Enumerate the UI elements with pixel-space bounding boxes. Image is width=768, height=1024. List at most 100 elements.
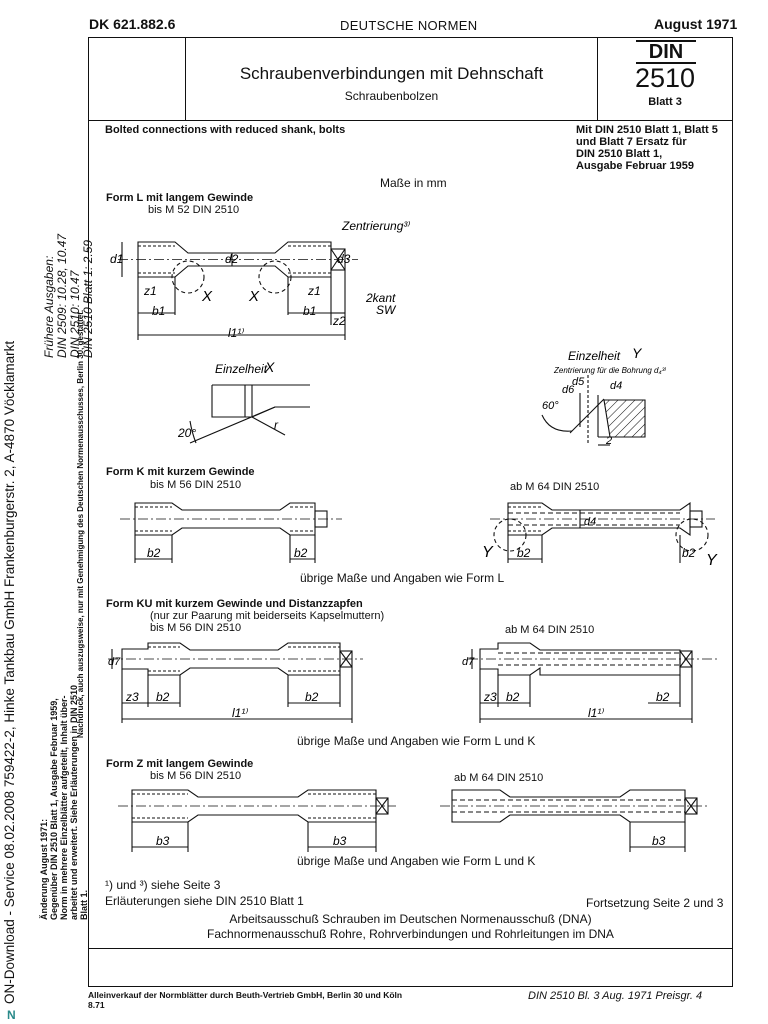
reprint-note: Nachdruck, auch auszugsweise, nur mit Ge… xyxy=(76,309,85,738)
replacement-line-4: Ausgabe Februar 1959 xyxy=(576,160,694,172)
form-ku-note: übrige Maße und Angaben wie Form L und K xyxy=(297,734,536,748)
title-divider-left xyxy=(185,37,186,120)
download-stamp: ON-Download - Service 08.02.2008 759422-… xyxy=(2,340,17,1004)
detail-x-title: Einzelheit xyxy=(215,362,268,376)
form-l-label-b1-left: b1 xyxy=(152,304,165,318)
units-note: Maße in mm xyxy=(380,176,447,190)
form-l-label-x-left: X xyxy=(201,288,213,305)
form-ku-large-label-l1: l1¹⁾ xyxy=(588,706,604,720)
din-number: 2510 xyxy=(634,63,696,93)
form-z-subheading: bis M 56 DIN 2510 xyxy=(150,770,242,782)
form-ku-label-d7: d7 xyxy=(108,656,121,668)
form-l-label-z1-right: z1 xyxy=(307,284,321,298)
form-l-label-x-right: X xyxy=(248,288,260,305)
detail-y-d6: d6 xyxy=(562,384,575,396)
form-k-drawing: b2 b2 xyxy=(120,502,342,563)
form-k-heading: Form K mit kurzem Gewinde xyxy=(106,466,255,478)
changes-line-1: Änderung August 1971: xyxy=(39,818,49,920)
detail-y-angle: 60° xyxy=(542,400,559,412)
form-l-label-d1: d1 xyxy=(110,252,123,266)
form-k-label-b2-right: b2 xyxy=(294,546,308,560)
form-k-subheading: bis M 56 DIN 2510 xyxy=(150,479,242,491)
committee-2: Fachnormenausschuß Rohre, Rohrverbindung… xyxy=(207,927,614,941)
detail-x-radius: r xyxy=(274,418,279,432)
form-l-label-b1-right: b1 xyxy=(303,304,316,318)
form-ku-large-label-b2-right: b2 xyxy=(656,690,670,704)
form-ku-large-label-d7: d7 xyxy=(462,656,475,668)
form-l-heading: Form L mit langem Gewinde xyxy=(106,192,254,204)
form-k-large-drawing: b2 b2 d4 Y Y xyxy=(482,501,718,569)
form-ku-label-l1: l1¹⁾ xyxy=(232,706,248,720)
distribution-note: Alleinverkauf der Normblätter durch Beut… xyxy=(88,990,403,1000)
form-ku-label-b2-right: b2 xyxy=(305,690,319,704)
continuation-note: Fortsetzung Seite 2 und 3 xyxy=(586,896,724,910)
changes-line-3: Norm in mehrere Einzelblätter aufgeteilt… xyxy=(59,695,69,920)
title-bottom-line xyxy=(88,120,733,121)
form-k-large-label-d4: d4 xyxy=(584,516,596,528)
detail-y-d5: d5 xyxy=(572,376,585,388)
replacement-note: Mit DIN 2510 Blatt 1, Blatt 5 und Blatt … xyxy=(576,124,718,172)
form-ku-large-label-b2-left: b2 xyxy=(506,690,520,704)
form-k-large-label-y-right: Y xyxy=(706,552,718,569)
issue-date: August 1971 xyxy=(654,16,738,32)
main-title: Schraubenverbindungen mit Dehnschaft xyxy=(239,64,544,83)
form-z-label-b3-left: b3 xyxy=(156,834,170,848)
sub-title: Schraubenbolzen xyxy=(344,89,439,103)
form-l-subheading: bis M 52 DIN 2510 xyxy=(148,204,240,216)
form-l-label-l1: l1¹⁾ xyxy=(228,326,244,340)
detail-x-drawing: Einzelheit X 20° r xyxy=(177,359,310,444)
form-ku-large-heading: ab M 64 DIN 2510 xyxy=(505,624,595,636)
form-k-large-label-b2-left: b2 xyxy=(517,546,531,560)
explanation-reference: Erläuterungen siehe DIN 2510 Blatt 1 xyxy=(105,894,304,908)
form-ku-large-drawing: d7 z3 b2 b2 l1¹⁾ xyxy=(462,642,718,723)
detail-y-letter: Y xyxy=(632,345,643,361)
stamp-logo-icon: N xyxy=(7,1008,16,1022)
din-logo: DIN xyxy=(636,40,696,64)
form-z-heading: Form Z mit langem Gewinde xyxy=(106,758,254,770)
form-l-drawing: d1 d2 d3 Zentrierung³⁾ z1 z1 X X 2kant S… xyxy=(110,219,410,340)
form-ku-large-label-z3: z3 xyxy=(483,690,497,704)
form-z-label-b3-right: b3 xyxy=(333,834,347,848)
previous-editions: Frühere Ausgaben: DIN 2509: 10.28, 10.47… xyxy=(42,234,95,358)
form-ku-heading: Form KU mit kurzem Gewinde und Distanzza… xyxy=(106,598,363,610)
form-l-label-d3: d3 xyxy=(337,252,351,266)
form-k-large-label-y-left: Y xyxy=(482,544,494,561)
form-l-label-2kant: 2kant xyxy=(365,291,396,305)
print-code: 8.71 xyxy=(88,1000,105,1010)
series-title: DEUTSCHE NORMEN xyxy=(340,18,478,33)
title-divider-right xyxy=(597,37,598,120)
detail-y-two: 2 xyxy=(605,435,612,447)
form-ku-label-z3: z3 xyxy=(125,690,139,704)
page-frame xyxy=(88,37,733,987)
detail-y-drawing: Einzelheit Y Zentrierung für die Bohrung… xyxy=(541,345,666,447)
form-k-label-b2-left: b2 xyxy=(147,546,161,560)
form-z-drawing: b3 b3 xyxy=(118,789,396,852)
form-l-label-centering: Zentrierung³⁾ xyxy=(341,219,410,233)
form-l-label-sw: SW xyxy=(376,303,397,317)
form-z-large-heading: ab M 64 DIN 2510 xyxy=(454,772,544,784)
footer-top-line xyxy=(88,948,733,949)
changes-line-2: Gegenüber DIN 2510 Blatt 1, Ausgabe Febr… xyxy=(49,698,59,920)
detail-y-d4: d4 xyxy=(610,380,622,392)
replacement-line-1: Mit DIN 2510 Blatt 1, Blatt 5 xyxy=(576,124,718,136)
form-k-note: übrige Maße und Angaben wie Form L xyxy=(300,571,505,585)
form-ku-pairing: (nur zur Paarung mit beiderseits Kapselm… xyxy=(150,610,385,622)
committee-1: Arbeitsausschuß Schrauben im Deutschen N… xyxy=(229,912,592,926)
form-l-label-z2: z2 xyxy=(332,314,346,328)
detail-x-letter: X xyxy=(264,359,275,375)
form-z-large-drawing: b3 xyxy=(440,789,710,852)
dk-number: DK 621.882.6 xyxy=(89,16,176,32)
replacement-line-2: und Blatt 7 Ersatz für xyxy=(576,136,687,148)
detail-x-angle: 20° xyxy=(177,426,196,440)
english-title: Bolted connections with reduced shank, b… xyxy=(105,124,346,136)
form-z-large-label-b3: b3 xyxy=(652,834,666,848)
din-sheet: Blatt 3 xyxy=(648,96,682,108)
detail-y-title: Einzelheit xyxy=(568,349,621,363)
replacement-line-3: DIN 2510 Blatt 1, xyxy=(576,148,663,160)
form-k-large-heading: ab M 64 DIN 2510 xyxy=(510,481,600,493)
footnote-reference: ¹) und ³) siehe Seite 3 xyxy=(105,878,221,892)
form-ku-label-b2-left: b2 xyxy=(156,690,170,704)
detail-y-note: Zentrierung für die Bohrung d₄³⁾ xyxy=(553,366,666,375)
form-ku-subheading: bis M 56 DIN 2510 xyxy=(150,622,242,634)
form-z-note: übrige Maße und Angaben wie Form L und K xyxy=(297,854,536,868)
